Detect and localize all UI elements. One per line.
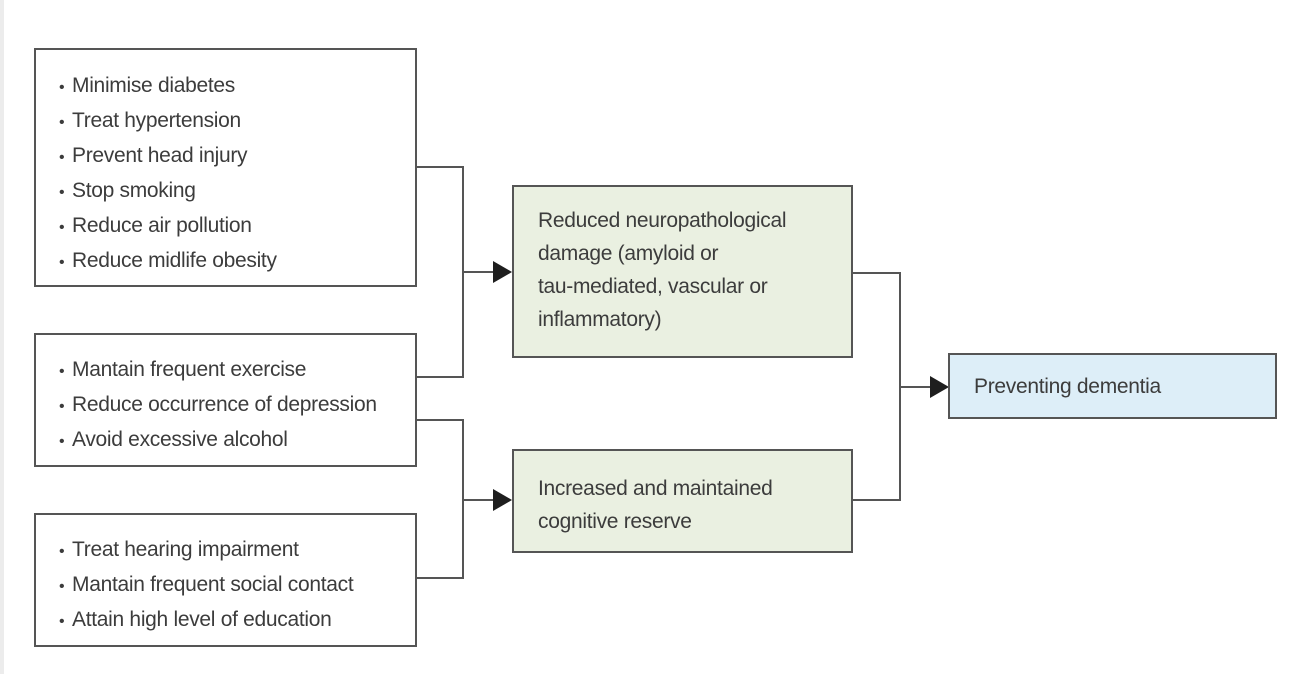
connector-mechanisms-merge <box>853 272 901 501</box>
arrowhead-cognitive-reserve <box>493 489 512 511</box>
risk-group-1-list: Minimise diabetes Treat hypertension Pre… <box>59 69 415 279</box>
mechanism-line: Increased and maintained <box>538 477 773 500</box>
mechanism-line: tau-mediated, vascular or <box>538 275 768 298</box>
left-edge-strip <box>0 0 4 674</box>
list-item: Mantain frequent social contact <box>59 568 415 603</box>
mechanism-line: inflammatory) <box>538 308 662 331</box>
arrowhead-outcome <box>930 376 949 398</box>
risk-group-1-box: Minimise diabetes Treat hypertension Pre… <box>34 48 417 287</box>
list-item: Reduce occurrence of depression <box>59 388 415 423</box>
neuropathological-damage-box: Reduced neuropathological damage (amyloi… <box>512 185 853 358</box>
list-item: Reduce midlife obesity <box>59 244 415 279</box>
risk-group-3-box: Treat hearing impairment Mantain frequen… <box>34 513 417 647</box>
risk-group-2-list: Mantain frequent exercise Reduce occurre… <box>59 353 415 458</box>
outcome-box: Preventing dementia <box>948 353 1277 419</box>
outcome-label: Preventing dementia <box>974 374 1161 398</box>
list-item: Treat hypertension <box>59 104 415 139</box>
mechanism-line: Reduced neuropathological <box>538 209 787 232</box>
list-item: Stop smoking <box>59 174 415 209</box>
mechanism-line: cognitive reserve <box>538 510 692 533</box>
list-item: Prevent head injury <box>59 139 415 174</box>
list-item: Minimise diabetes <box>59 69 415 104</box>
list-item: Treat hearing impairment <box>59 533 415 568</box>
arrowhead-neuropathological <box>493 261 512 283</box>
cognitive-reserve-box: Increased and maintained cognitive reser… <box>512 449 853 553</box>
list-item: Avoid excessive alcohol <box>59 423 415 458</box>
connector-group1-to-merge <box>417 166 464 378</box>
risk-group-2-box: Mantain frequent exercise Reduce occurre… <box>34 333 417 467</box>
mechanism-line: damage (amyloid or <box>538 242 719 265</box>
list-item: Mantain frequent exercise <box>59 353 415 388</box>
list-item: Attain high level of education <box>59 603 415 638</box>
list-item: Reduce air pollution <box>59 209 415 244</box>
connector-group2-to-group3-merge <box>417 419 464 579</box>
risk-group-3-list: Treat hearing impairment Mantain frequen… <box>59 533 415 638</box>
